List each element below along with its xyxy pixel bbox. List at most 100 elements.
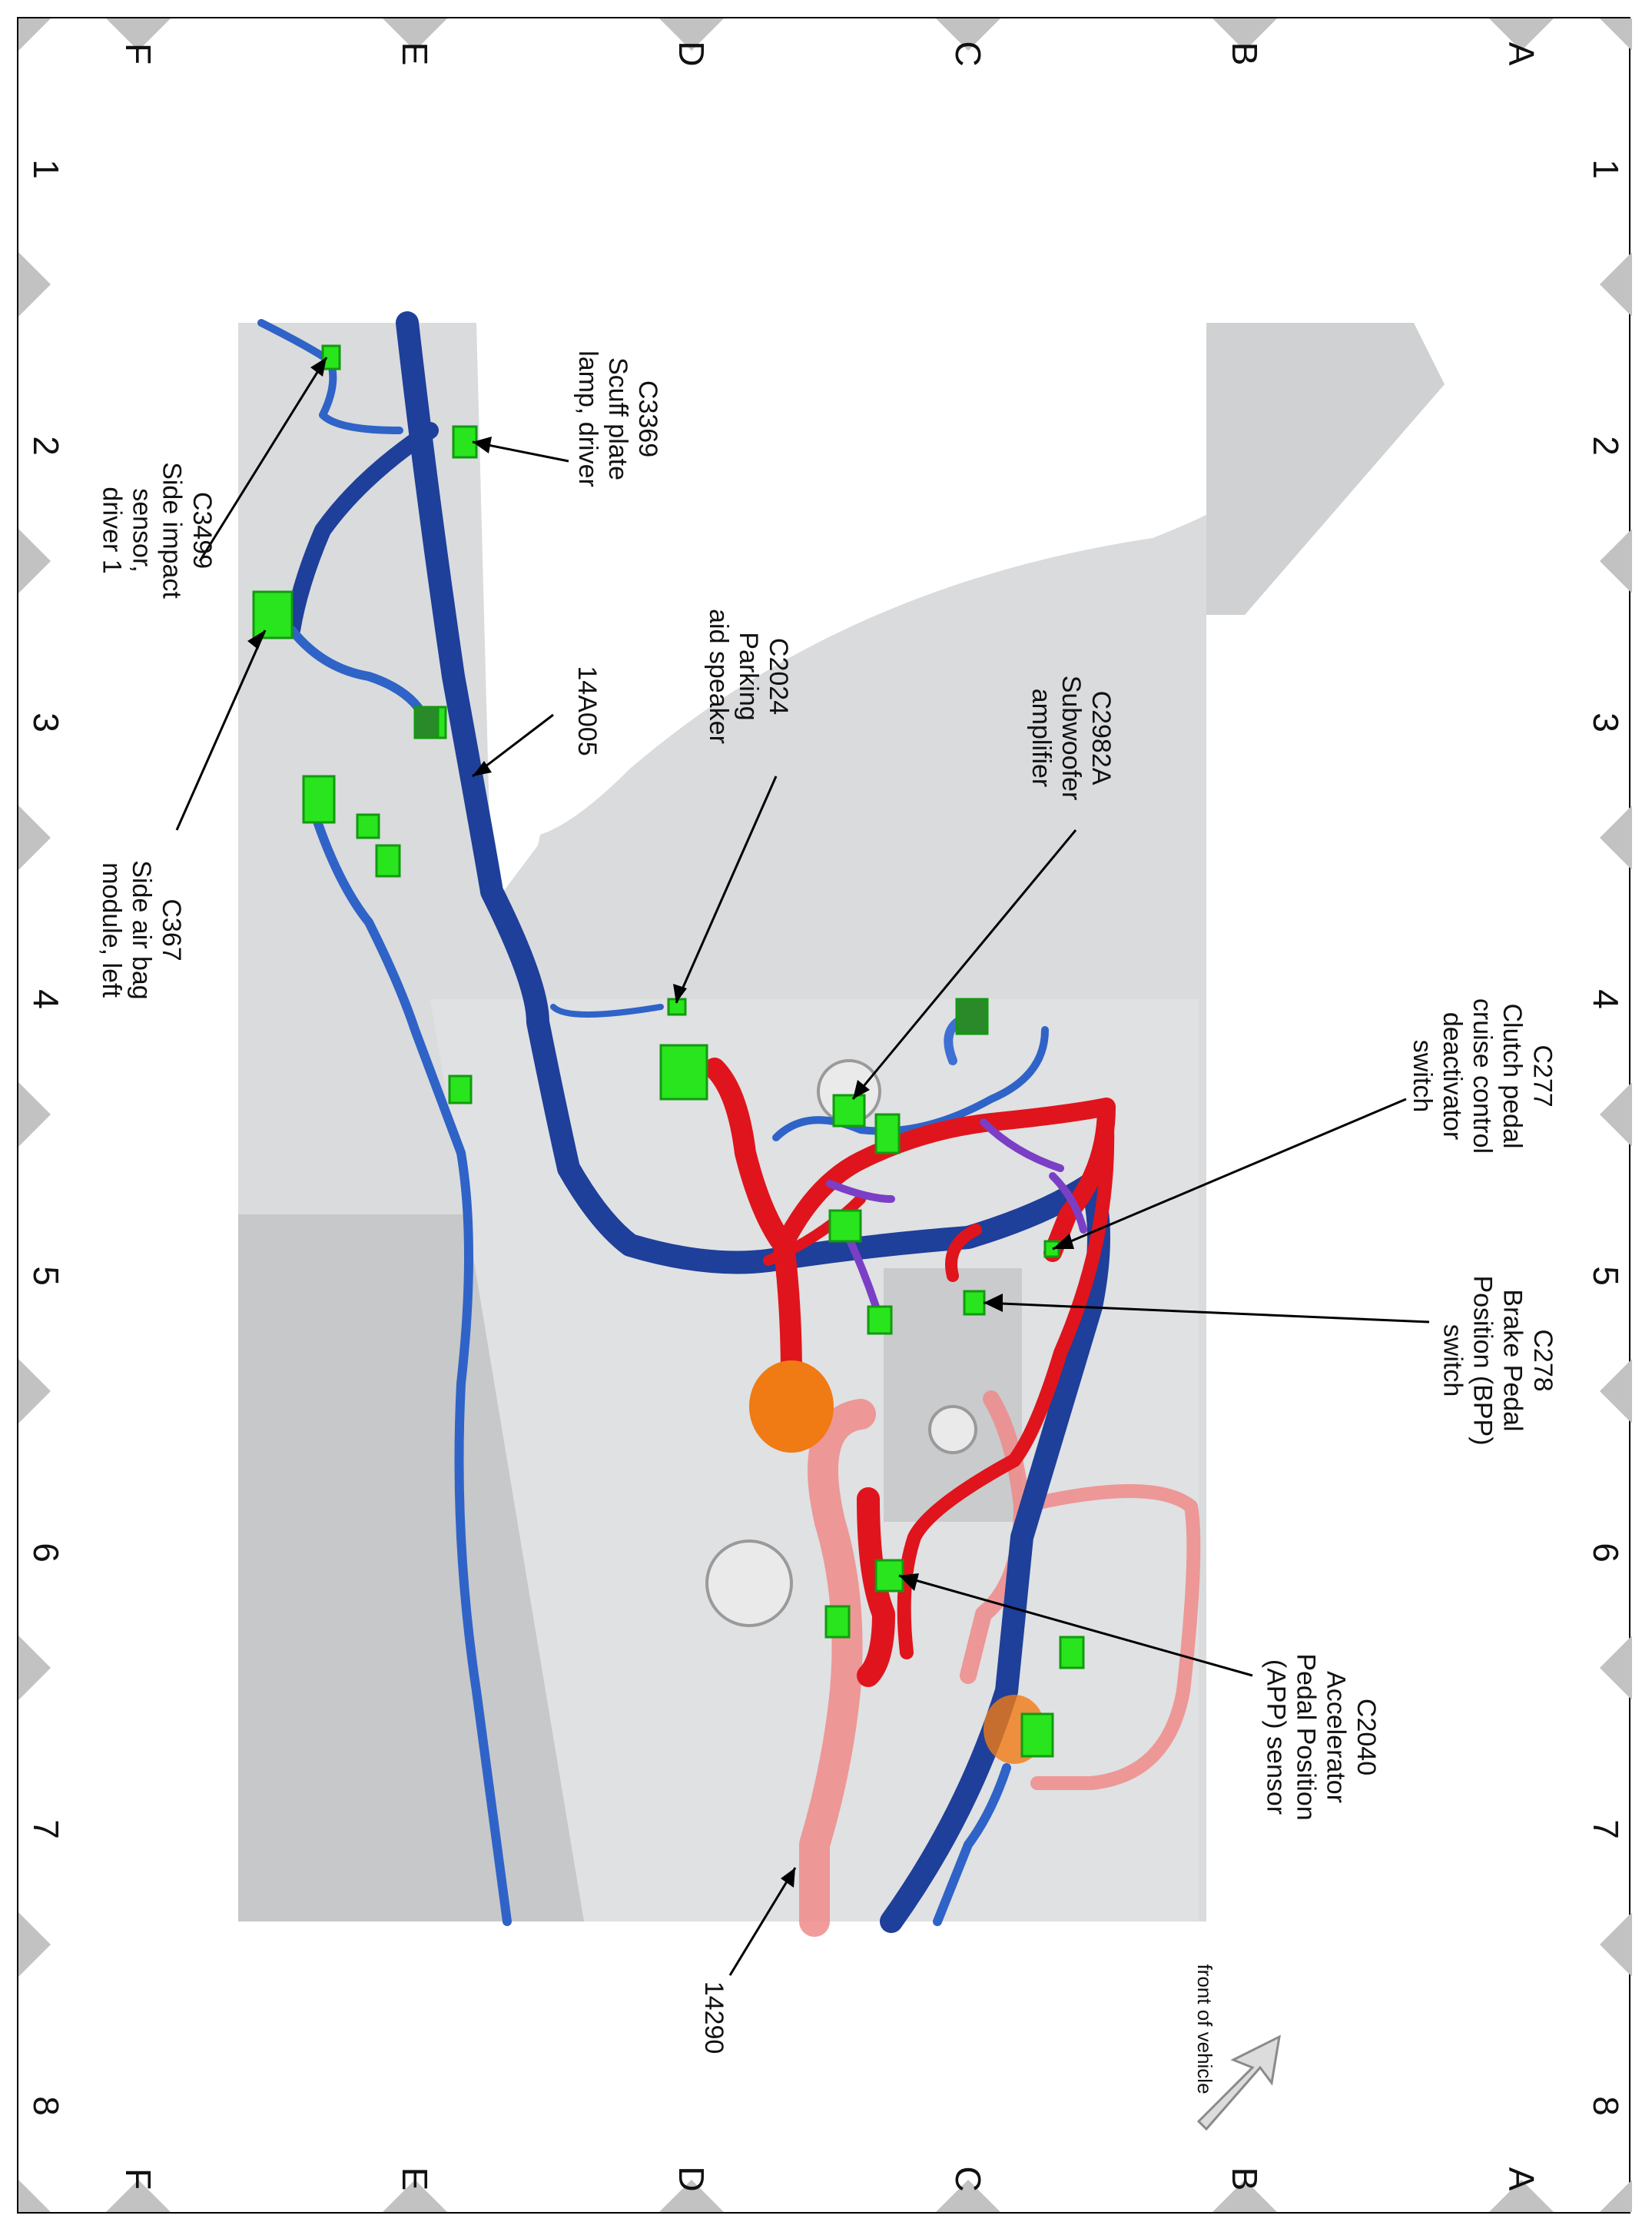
grid-col-left-7: 7 — [26, 1819, 66, 1839]
grid-col-right-1: 1 — [1586, 159, 1626, 179]
marker-left-5 — [18, 1636, 51, 1700]
grid-row-top-F: F — [118, 43, 158, 65]
leader-C277 — [1052, 1098, 1407, 1251]
harness-blue-lower — [933, 1763, 1011, 1926]
grid-row-top-B: B — [1225, 42, 1265, 66]
connector-f — [828, 1209, 862, 1243]
grid-col-left-5: 5 — [26, 1266, 66, 1286]
label-C367: C367Side air bagmodule, left — [97, 860, 186, 999]
marker-corner-1 — [1600, 18, 1632, 51]
marker-left-4 — [18, 1359, 51, 1423]
connector-g — [867, 1305, 893, 1335]
connector-dark-2 — [413, 706, 440, 739]
marker-top-5 — [1489, 18, 1554, 51]
marker-bottom-3 — [936, 2180, 1000, 2212]
grid-row-bottom-E: E — [395, 2167, 435, 2191]
grid-col-left-8: 8 — [26, 2096, 66, 2116]
connector-d — [448, 1074, 473, 1104]
grid-col-right-3: 3 — [1586, 712, 1626, 732]
harness-blue-branch-a — [284, 422, 439, 639]
marker-bottom-2 — [659, 2180, 724, 2212]
grid-col-right-2: 2 — [1586, 436, 1626, 456]
label-C2040: C2040AcceleratorPedal Position(APP) sens… — [1261, 1653, 1380, 1820]
label-C3369: C3369Scuff platelamp, driver — [573, 350, 662, 487]
connector-i — [1059, 1636, 1085, 1669]
front-arrow-icon — [1196, 2034, 1281, 2131]
marker-right-6 — [1600, 1912, 1632, 1977]
connector-C367 — [252, 590, 294, 639]
marker-right-5 — [1600, 1636, 1632, 1700]
grid-col-right-4: 4 — [1586, 989, 1626, 1009]
callout-labels: C277Clutch pedalcruise controldeactivato… — [97, 350, 1557, 2094]
marker-corner-3 — [1600, 2180, 1632, 2212]
harness-blue-branch-f — [772, 1026, 1049, 1141]
harness-blue — [257, 311, 1110, 1933]
harness-red — [704, 1058, 1116, 1687]
pillar-upper — [1206, 323, 1445, 615]
door-opening-2 — [476, 323, 1383, 838]
grid-col-left-6: 6 — [26, 1543, 66, 1563]
marker-left-0 — [18, 252, 51, 317]
label-front-of-vehicle: front of vehicle — [1193, 1964, 1216, 2094]
marker-bottom-5 — [1489, 2180, 1554, 2212]
leader-C2040 — [898, 1574, 1253, 1677]
connector-C278 — [963, 1290, 986, 1316]
grid-col-left-1: 1 — [26, 159, 66, 179]
marker-top-4 — [1212, 18, 1277, 51]
marker-right-4 — [1600, 1359, 1632, 1423]
harness-purple — [826, 1118, 1087, 1310]
grid-row-bottom-B: B — [1225, 2167, 1265, 2191]
marker-top-2 — [659, 18, 724, 51]
harness-blue-branch-d — [310, 810, 512, 1926]
marker-top-3 — [936, 18, 1000, 51]
leader-arrowheads — [247, 357, 1074, 1888]
marker-right-2 — [1600, 805, 1632, 870]
body-hole-3 — [928, 1405, 977, 1454]
grommet-center — [749, 1360, 834, 1453]
leader-C3499 — [198, 357, 328, 562]
marker-right-1 — [1600, 529, 1632, 593]
harness-blue-branch-c — [287, 626, 431, 727]
grid-col-left-2: 2 — [26, 436, 66, 456]
grid-col-right-6: 6 — [1586, 1543, 1626, 1563]
marker-corner-2 — [18, 2180, 51, 2212]
leader-14290 — [728, 1867, 797, 1976]
border-markers — [18, 18, 1632, 2212]
connector-c — [375, 844, 401, 878]
connector-C3499 — [321, 344, 341, 370]
marker-bottom-4 — [1212, 2180, 1277, 2212]
marker-right-3 — [1600, 1082, 1632, 1147]
grid-row-bottom-F: F — [118, 2168, 158, 2190]
connector-h — [824, 1605, 851, 1639]
label-14A005: 14A005 — [572, 666, 602, 756]
grid-col-left-4: 4 — [26, 989, 66, 1009]
leader-C278 — [983, 1301, 1430, 1324]
bracket-plate — [884, 1268, 1022, 1522]
grid-row-top-E: E — [395, 42, 435, 66]
leader-C2024 — [675, 776, 778, 1004]
leader-C367 — [175, 629, 267, 831]
grid-col-right-5: 5 — [1586, 1266, 1626, 1286]
marker-bottom-1 — [383, 2180, 447, 2212]
marker-top-1 — [383, 18, 447, 51]
grid-row-top-D: D — [672, 41, 712, 66]
connectors — [252, 344, 1085, 1758]
marker-corner-0 — [18, 18, 51, 51]
harness-blue-branch-e — [550, 1004, 664, 1018]
marker-left-3 — [18, 1082, 51, 1147]
grid-row-top-C: C — [948, 41, 988, 66]
grid-col-left-3: 3 — [26, 712, 66, 732]
connector-a — [302, 775, 336, 824]
marker-top-0 — [106, 18, 171, 51]
grid-col-right-8: 8 — [1586, 2096, 1626, 2116]
grid-row-bottom-A: A — [1501, 2167, 1541, 2191]
connector-j — [1020, 1712, 1054, 1758]
harness-blue-branch-b — [257, 319, 403, 434]
harness-14290 — [704, 1058, 802, 1387]
label-14290: 14290 — [699, 1981, 728, 2054]
grid-col-right-7: 7 — [1586, 1819, 1626, 1839]
marker-left-6 — [18, 1912, 51, 1977]
label-C2982A: C2982ASubwooferamplifier — [1027, 676, 1116, 801]
label-C2024: C2024Parkingaid speaker — [704, 609, 793, 744]
